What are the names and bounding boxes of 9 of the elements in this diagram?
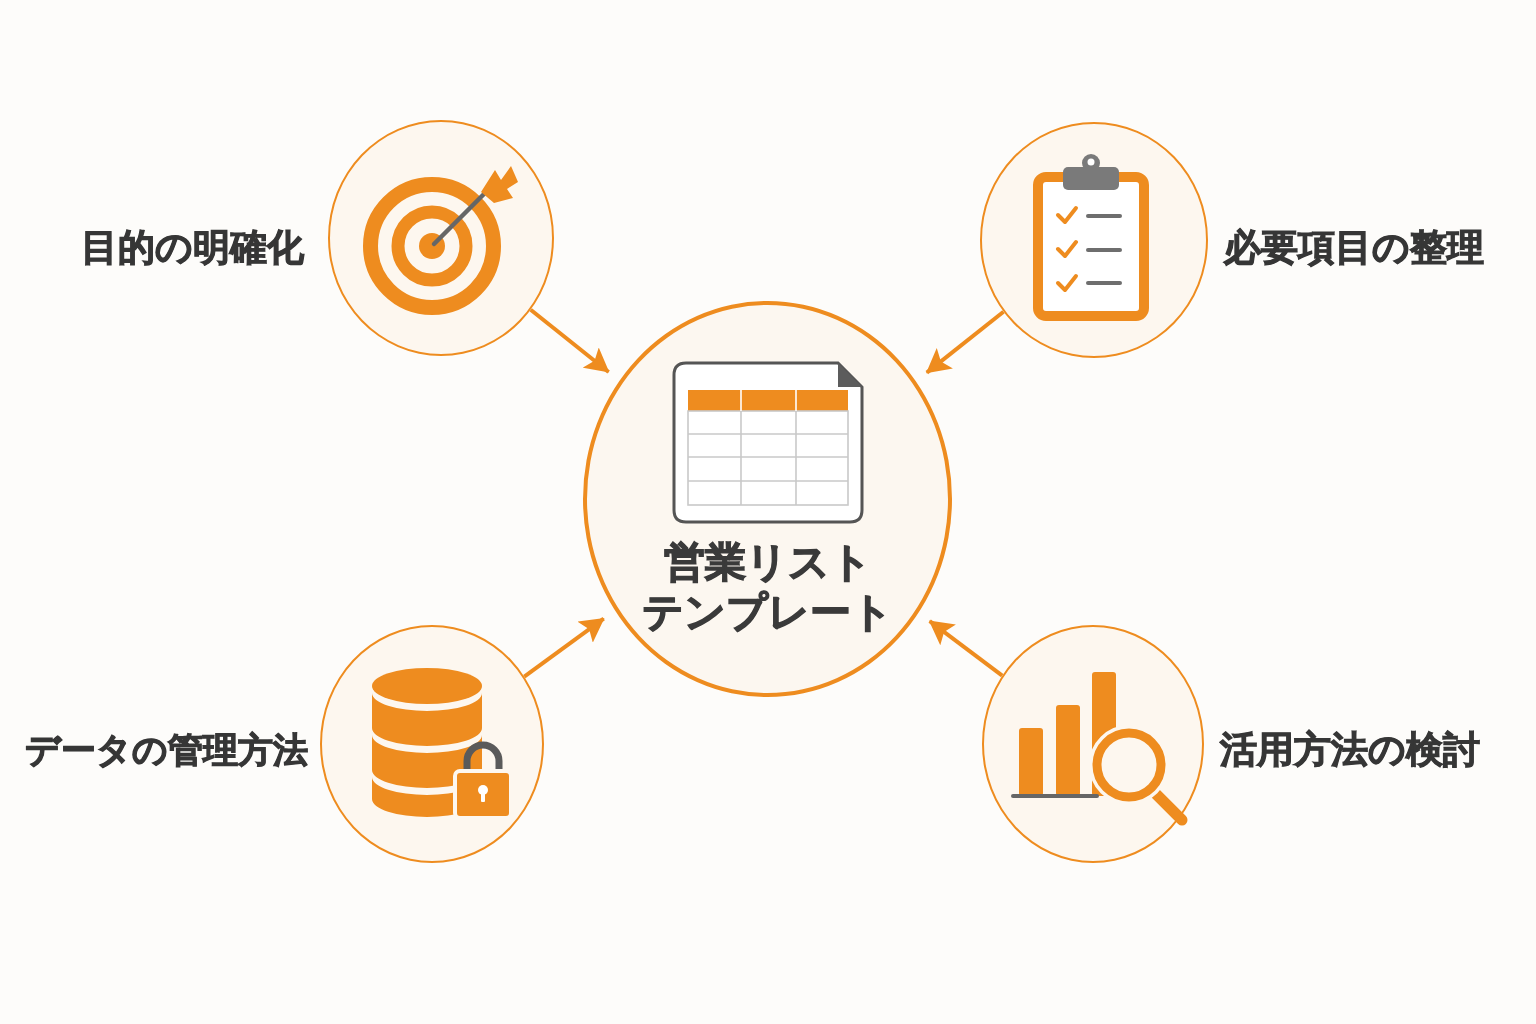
hub-title: 営業リストテンプレート bbox=[641, 537, 894, 637]
topic-label: 活用方法の検討 bbox=[1220, 727, 1480, 772]
topic-label: データの管理方法 bbox=[25, 728, 308, 771]
arrow bbox=[523, 617, 605, 679]
topic-label: 目的の明確化 bbox=[81, 225, 304, 270]
arrow bbox=[925, 310, 1005, 375]
topic-label: 必要項目の整理 bbox=[1224, 225, 1484, 270]
arrow bbox=[529, 308, 610, 374]
arrow bbox=[928, 619, 1004, 678]
